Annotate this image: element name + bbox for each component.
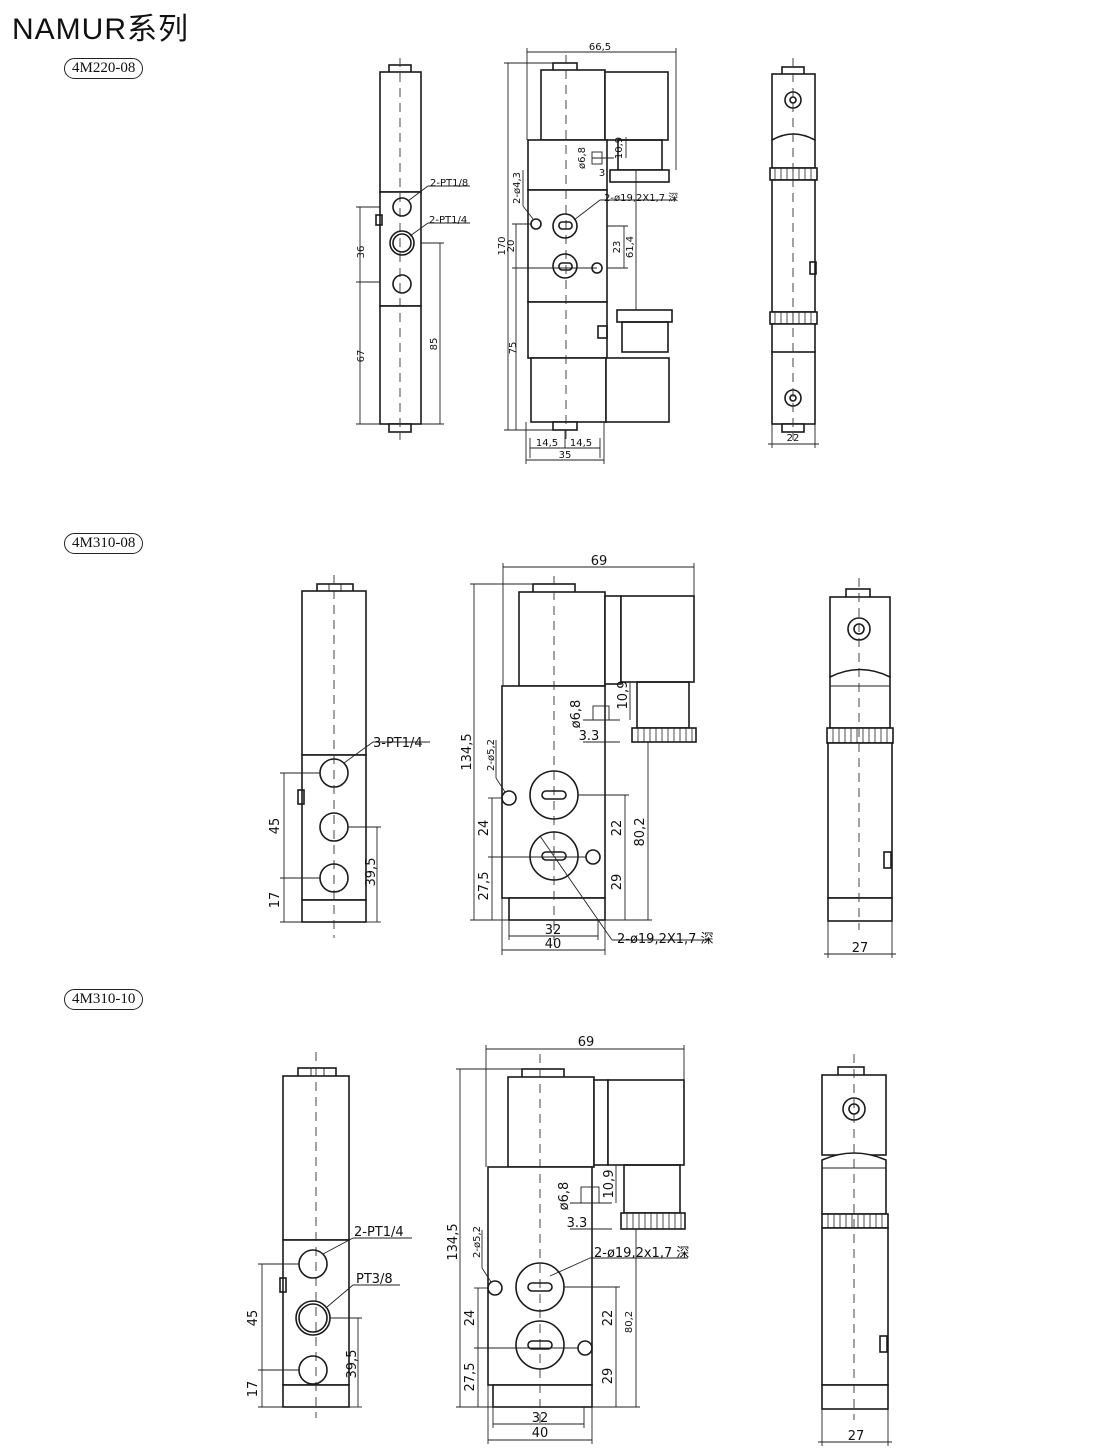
front-view-4m310-10 — [258, 1052, 412, 1418]
page-title: NAMUR系列 — [12, 13, 189, 46]
dim-69-b: 69 — [578, 1035, 595, 1050]
dim-29-b: 29 — [601, 1368, 616, 1385]
dim-27-5-a: 27,5 — [477, 872, 492, 901]
dim-2-d4-3: 2-ø4,3 — [512, 172, 523, 204]
end-view-4m310-08 — [824, 578, 896, 958]
dim-40-b: 40 — [532, 1426, 549, 1441]
dim-2-d5-2-a: 2-ø5,2 — [486, 739, 497, 771]
dim-24-b: 24 — [463, 1310, 478, 1327]
dim-75: 75 — [508, 342, 519, 355]
dim-3: 3 — [599, 168, 605, 179]
dim-14-5-left: 14,5 — [536, 438, 558, 449]
dim-10-9-b: 10,9 — [602, 1170, 617, 1199]
model-tag-4m310-10: 4M310-10 — [64, 989, 144, 1010]
dim-66-5: 66,5 — [589, 42, 611, 53]
model-tag-4m220-08: 4M220-08 — [64, 58, 144, 79]
dim-24-a: 24 — [477, 820, 492, 837]
dim-22-end: 22 — [787, 433, 800, 444]
dim-134-5-b: 134,5 — [446, 1223, 461, 1260]
front-view-4m220-08 — [356, 58, 470, 440]
dim-recess-19-2: 2-ø19,2X1,7 深 — [604, 192, 678, 204]
dim-80-2-b: 80,2 — [624, 1311, 635, 1333]
dim-22-a: 22 — [610, 820, 625, 837]
dim-29-a: 29 — [610, 874, 625, 891]
dim-10-9-a: 10,9 — [616, 681, 631, 710]
dim-3-3-b: 3.3 — [567, 1216, 588, 1231]
label-2-pt1-8: 2-PT1/8 — [430, 178, 468, 189]
dim-69-a: 69 — [591, 554, 608, 569]
dim-35: 35 — [559, 450, 572, 461]
dim-27-a: 27 — [852, 941, 869, 956]
dim-22-b: 22 — [601, 1310, 616, 1327]
dim-67: 67 — [356, 350, 367, 363]
dim-45-b: 45 — [246, 1310, 261, 1327]
dim-10-9: 10,9 — [614, 137, 625, 159]
side-view-4m310-08 — [470, 563, 710, 955]
label-2-pt1-4-b: 2-PT1/4 — [354, 1225, 404, 1240]
dim-d6-8-b: ø6,8 — [557, 1182, 572, 1211]
dim-recess-19-2-a: 2-ø19,2X1,7 深 — [617, 932, 714, 947]
dim-45: 45 — [268, 818, 283, 835]
dim-14-5-right: 14,5 — [570, 438, 592, 449]
side-view-4m310-10 — [456, 1045, 688, 1444]
dim-20: 20 — [506, 240, 517, 253]
dim-d6-8-a: ø6,8 — [569, 700, 584, 729]
dim-3-3-a: 3.3 — [579, 729, 600, 744]
label-2-pt1-4: 2-PT1/4 — [429, 215, 467, 226]
dim-32-a: 32 — [545, 923, 562, 938]
front-view-4m310-08 — [280, 575, 430, 938]
label-pt3-8: PT3/8 — [356, 1272, 393, 1287]
model-tag-4m310-08: 4M310-08 — [64, 533, 144, 554]
dim-d6-8: ø6,8 — [577, 147, 588, 169]
end-view-4m310-10 — [818, 1054, 892, 1446]
dim-39-5-b: 39,5 — [345, 1350, 360, 1379]
dim-27-5-b: 27,5 — [463, 1363, 478, 1392]
dim-80-2-a: 80,2 — [633, 818, 648, 847]
label-3-pt1-4: 3-PT1/4 — [373, 736, 423, 751]
end-view-4m220-08 — [768, 58, 819, 448]
dim-recess-19-2-b: 2-ø19,2x1,7 深 — [594, 1246, 689, 1261]
dim-2-d5-2-b: 2-ø5,2 — [472, 1226, 483, 1258]
dim-17-b: 17 — [246, 1381, 261, 1398]
dim-85: 85 — [429, 338, 440, 351]
dim-170: 170 — [497, 236, 508, 255]
dim-36: 36 — [356, 246, 367, 259]
dim-39-5: 39,5 — [364, 858, 379, 887]
dim-61-4: 61,4 — [625, 236, 636, 258]
dim-27-b: 27 — [848, 1429, 865, 1444]
dim-23: 23 — [612, 241, 623, 254]
dim-134-5-a: 134,5 — [460, 733, 475, 770]
side-view-4m220-08 — [504, 48, 677, 464]
dim-32-b: 32 — [532, 1411, 549, 1426]
dim-40-a: 40 — [545, 937, 562, 952]
dim-17: 17 — [268, 892, 283, 909]
